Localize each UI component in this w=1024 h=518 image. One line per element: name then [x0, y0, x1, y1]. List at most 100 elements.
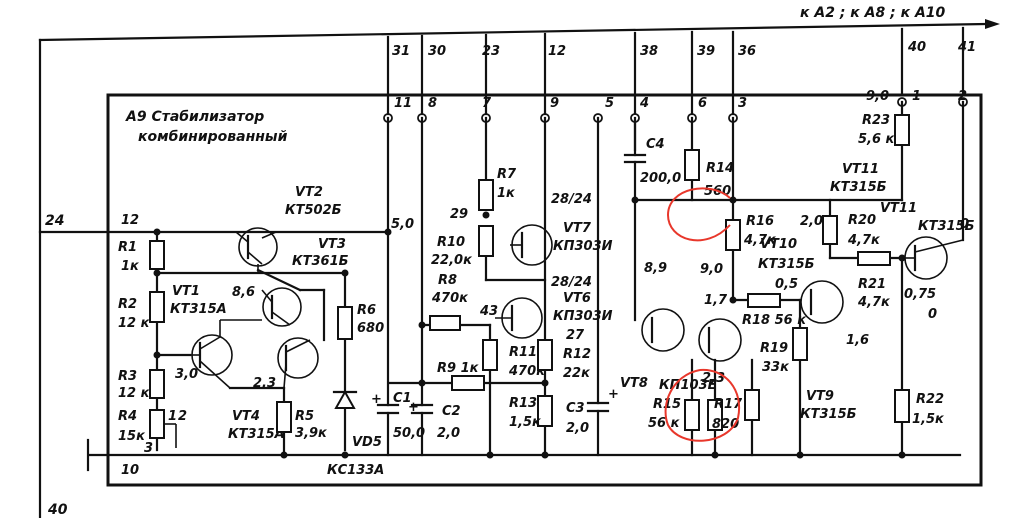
vt10-label: VT10 — [760, 237, 797, 252]
r17-label: R17 — [714, 397, 743, 412]
node-12: 12 — [121, 213, 139, 228]
r4-label: R4 — [118, 409, 137, 424]
r22-value: 1,5к — [912, 412, 945, 427]
pin-4: 4 — [639, 96, 649, 111]
left-section-wiring — [86, 116, 962, 472]
c2-label: С2 — [442, 404, 461, 419]
r6-label: R6 — [357, 303, 376, 318]
vt11b-label: VT11 — [880, 201, 917, 216]
resistor-r5 — [276, 401, 292, 433]
r1-value: 1к — [121, 259, 140, 274]
c2-value: 2,0 — [437, 426, 460, 441]
resistor-r1 — [149, 240, 165, 270]
r20-value: 4,7к — [847, 233, 881, 248]
vt11b-type: КТ315Б — [918, 219, 975, 234]
connector-wires — [386, 26, 965, 152]
v-r23: 9,0 — [866, 89, 889, 104]
r22-label: R22 — [916, 392, 944, 407]
r15-value: 56 к — [648, 416, 681, 431]
v-05: 0,5 — [775, 277, 798, 292]
v-17: 1,7 — [704, 293, 728, 308]
resistor-r6 — [337, 306, 353, 340]
resistor-r15 — [684, 399, 700, 431]
pin-1: 1 — [912, 89, 921, 104]
r13-label: R13 — [509, 396, 537, 411]
vt2-type: КТ502Б — [285, 203, 342, 218]
red-annotation-upper — [666, 187, 731, 242]
conn-36: 36 — [738, 44, 756, 59]
svg-text:+: + — [608, 387, 619, 402]
vt6-type: КП303И — [553, 309, 613, 324]
r11-value: 470к — [508, 364, 546, 379]
vt7-type: КП303И — [553, 239, 613, 254]
r5-value: 3,9к — [295, 426, 328, 441]
transistor-vt10 — [800, 280, 844, 324]
r14-label: R14 — [706, 161, 734, 176]
outer-wiring — [38, 19, 1000, 518]
r8-value: 470к — [431, 291, 469, 306]
vt7-label: VT7 — [563, 221, 592, 236]
r19-label: R19 — [760, 341, 788, 356]
r4-pin-2: 2 — [178, 409, 187, 424]
resistor-r11 — [482, 339, 498, 371]
svg-text:+: + — [371, 392, 382, 407]
r7-value: 1к — [497, 186, 516, 201]
c4-label: С4 — [646, 137, 665, 152]
r23-label: R23 — [862, 113, 890, 128]
c4-value: 200,0 — [640, 171, 681, 186]
r4-pin-1: 1 — [168, 409, 177, 424]
vt10-type: КТ315Б — [758, 257, 815, 272]
r12-label: R12 — [563, 347, 591, 362]
v-16: 1,6 — [846, 333, 869, 348]
resistor-r8 — [429, 315, 461, 331]
resistor-r9 — [451, 375, 485, 391]
r10-value: 22,0к — [431, 253, 473, 268]
zener-vd5 — [334, 389, 356, 409]
conn-30: 30 — [428, 44, 446, 59]
wire-label-40: 40 — [47, 502, 68, 518]
v-86: 8,6 — [232, 285, 255, 300]
pin-3: 3 — [738, 96, 747, 111]
v-30: 3,0 — [175, 367, 198, 382]
pin-7: 7 — [482, 96, 492, 111]
v-0a: 0 — [960, 217, 969, 232]
red-annotation-lower — [664, 368, 741, 442]
v-50: 5,0 — [391, 217, 414, 232]
c3-value: 2,0 — [566, 421, 589, 436]
resistor-r16 — [725, 219, 741, 251]
v-43: 43 — [479, 304, 498, 319]
pin-9: 9 — [550, 96, 559, 111]
transistor-vt9 — [698, 318, 742, 362]
transistor-vt4 — [277, 337, 319, 379]
pin-2: 2 — [958, 89, 967, 104]
conn-40: 40 — [907, 40, 926, 55]
vt11a-type: КТ315Б — [830, 180, 887, 195]
c3-label: С3 — [566, 401, 585, 416]
v-90: 9,0 — [700, 262, 723, 277]
resistor-r22 — [894, 389, 910, 423]
resistor-r3 — [149, 369, 165, 399]
r23-value: 5,6 к — [858, 132, 896, 147]
r16-label: R16 — [746, 214, 774, 229]
v-20: 2,0 — [800, 214, 823, 229]
pin-8: 8 — [428, 96, 437, 111]
resistor-r20 — [822, 215, 838, 245]
v-29: 29 — [450, 207, 468, 222]
conn-41: 41 — [957, 40, 976, 55]
node-10: 10 — [121, 463, 139, 478]
r15-label: R15 — [653, 397, 681, 412]
r4-value: 15к — [118, 429, 146, 444]
conn-38: 38 — [640, 44, 658, 59]
vt2-label: VT2 — [295, 185, 323, 200]
r4-pin-3: 3 — [144, 441, 153, 456]
vt9-label: VT9 — [806, 389, 834, 404]
transistor-vt3 — [262, 287, 302, 327]
vt8-type: КП103Е — [659, 378, 717, 393]
capacitor-c2 — [410, 116, 434, 457]
vt1-label: VT1 — [172, 284, 200, 299]
resistor-r7 — [478, 179, 494, 211]
r11-label: R11 — [509, 345, 537, 360]
vt4-type: КТ315А — [228, 427, 285, 442]
capacitor-c3 — [586, 116, 610, 457]
